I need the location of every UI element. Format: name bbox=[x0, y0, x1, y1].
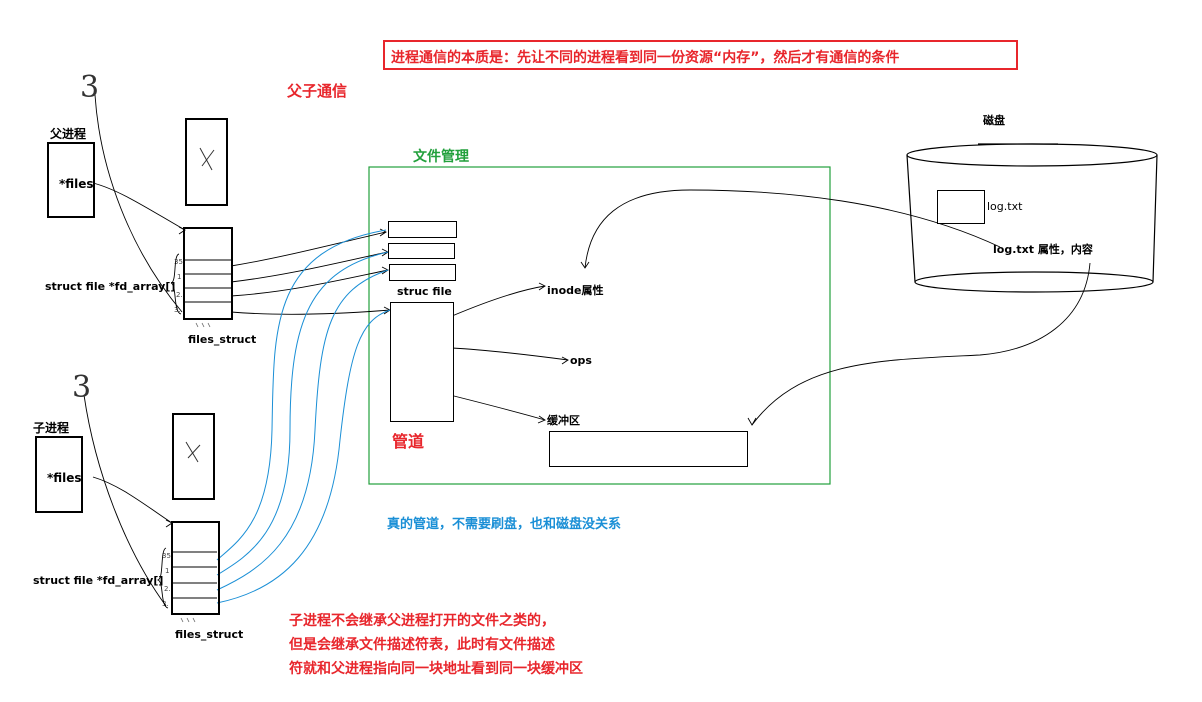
blue-note: 真的管道，不需要刷盘，也和磁盘没关系 bbox=[387, 517, 622, 532]
blue-connectors bbox=[216, 229, 391, 604]
struct-file-slot-1 bbox=[388, 221, 457, 238]
child-process-label: 子进程 bbox=[33, 421, 70, 435]
parent-files-struct-label: files_struct bbox=[188, 333, 257, 346]
child-fd-array bbox=[171, 521, 220, 615]
parent-files-pointer: *files bbox=[59, 177, 94, 191]
svg-text:2.: 2. bbox=[164, 585, 171, 593]
child-files-struct-label: files_struct bbox=[175, 628, 244, 641]
parent-scribble: 3 bbox=[80, 70, 100, 105]
parent-fd-array bbox=[183, 227, 233, 320]
svg-text:35: 35 bbox=[162, 552, 171, 560]
svg-text:1: 1 bbox=[177, 273, 181, 281]
struct-file-label: struc file bbox=[397, 285, 452, 298]
red-note-line-3: 符就和父进程指向同一块地址看到同一块缓冲区 bbox=[289, 661, 583, 677]
file-management-label: 文件管理 bbox=[413, 149, 469, 165]
buffer-box bbox=[549, 431, 748, 467]
child-x-box bbox=[172, 413, 215, 500]
parent-process-label: 父进程 bbox=[50, 127, 87, 141]
tick-marks bbox=[180, 322, 211, 623]
red-note-line-1: 子进程不会继承父进程打开的文件之类的， bbox=[289, 613, 555, 629]
struct-file-slot-2 bbox=[388, 243, 455, 259]
child-index-marks: 35 1 2. 3. bbox=[162, 552, 171, 608]
buffer-label: 缓冲区 bbox=[547, 414, 580, 427]
black-connectors bbox=[83, 94, 1091, 609]
file-management-box bbox=[368, 166, 831, 485]
disk-file-box bbox=[937, 190, 985, 224]
section-label-parent-child: 父子通信 bbox=[287, 82, 348, 100]
disk-label: 磁盘 bbox=[983, 114, 1005, 127]
svg-text:1: 1 bbox=[165, 567, 169, 575]
ops-label: ops bbox=[570, 354, 592, 367]
title-banner-text: 进程通信的本质是：先让不同的进程看到同一份资源“内存”，然后才有通信的条件 bbox=[391, 50, 900, 66]
svg-text:2.: 2. bbox=[176, 291, 183, 299]
parent-x-box bbox=[185, 118, 228, 206]
parent-fd-array-rows bbox=[185, 259, 231, 303]
child-task-struct: *files bbox=[35, 436, 83, 513]
parent-task-struct: *files bbox=[47, 142, 95, 218]
pipe-label: 管道 bbox=[392, 432, 425, 451]
disk-cylinder bbox=[906, 143, 1158, 293]
parent-x-mark bbox=[199, 147, 215, 171]
title-banner: 进程通信的本质是：先让不同的进程看到同一份资源“内存”，然后才有通信的条件 bbox=[383, 40, 1018, 70]
disk-file-label: log.txt bbox=[987, 200, 1023, 213]
child-fd-array-rows bbox=[173, 551, 217, 599]
red-note-line-2: 但是会继承文件描述符表，此时有文件描述 bbox=[289, 637, 555, 653]
struct-file-slot-3 bbox=[389, 264, 456, 281]
red-note: 子进程不会继承父进程打开的文件之类的， 但是会继承文件描述符表，此时有文件描述 … bbox=[289, 609, 583, 681]
inode-label: inode属性 bbox=[547, 284, 604, 297]
child-files-pointer: *files bbox=[47, 471, 82, 485]
child-fd-array-label: struct file *fd_array[] bbox=[33, 574, 164, 587]
child-x-mark bbox=[185, 441, 201, 463]
child-scribble: 3 bbox=[72, 370, 92, 405]
svg-text:35: 35 bbox=[174, 258, 183, 266]
disk-attr-label: log.txt 属性，内容 bbox=[993, 243, 1093, 256]
pipe-struct-file bbox=[390, 302, 454, 422]
parent-fd-array-label: struct file *fd_array[] bbox=[45, 280, 176, 293]
svg-text:3.: 3. bbox=[162, 600, 169, 608]
